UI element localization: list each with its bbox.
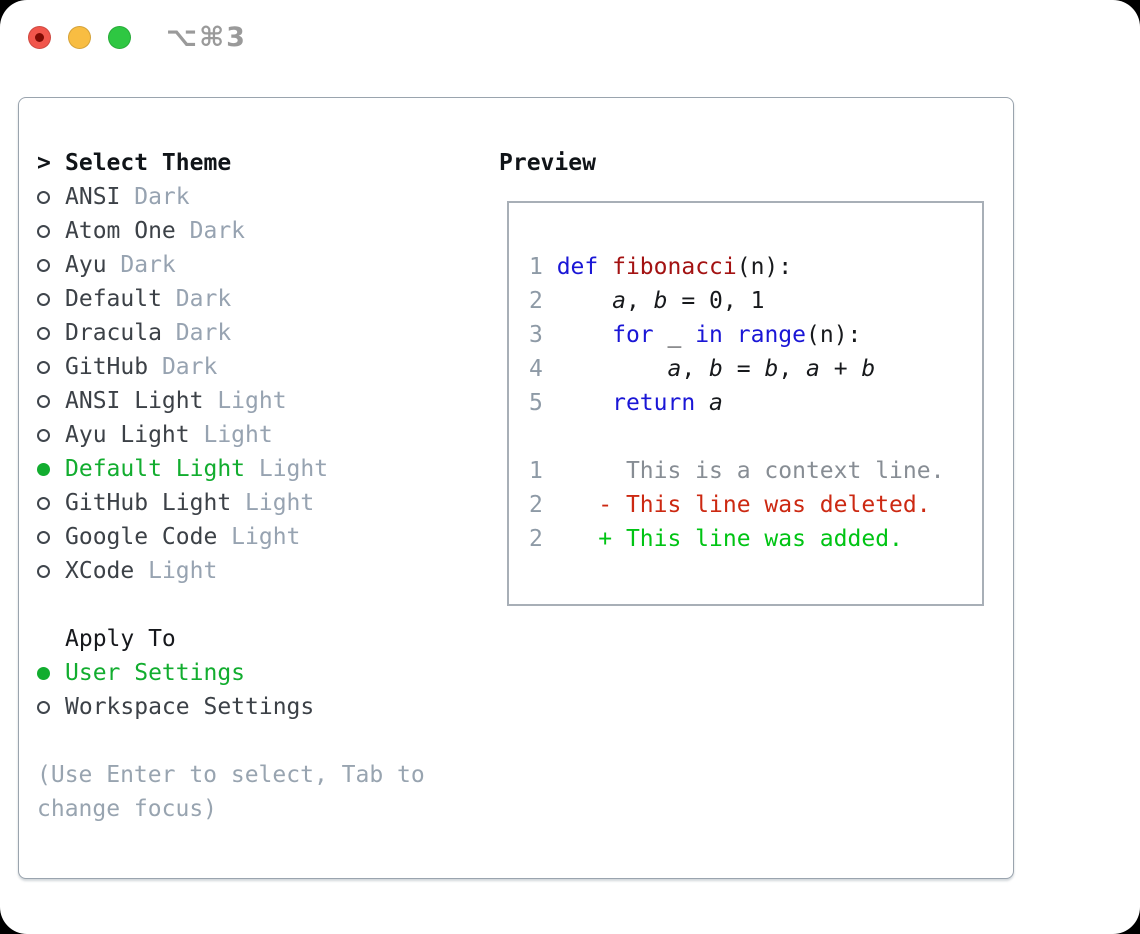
line-number: 2 <box>529 492 543 518</box>
line-number: 2 <box>529 526 543 552</box>
radio-icon <box>37 360 50 374</box>
code-line: 2 - This line was deleted. <box>529 492 931 518</box>
theme-option[interactable]: GitHub Dark <box>37 350 467 384</box>
spacer <box>529 420 982 454</box>
preview-code-box: 1 def fibonacci(n): 2 a, b = 0, 1 3 for _ … <box>507 201 984 606</box>
line-number: 4 <box>529 356 557 382</box>
theme-variant: Dark <box>189 218 246 244</box>
theme-option[interactable]: Dracula Dark <box>37 316 467 350</box>
radio-icon <box>37 496 50 510</box>
radio-selected-icon <box>37 666 50 680</box>
close-button-icon[interactable] <box>28 26 51 49</box>
line-number: 5 <box>529 390 557 416</box>
theme-option[interactable]: GitHub Light Light <box>37 486 467 520</box>
theme-name: Atom One <box>65 218 176 244</box>
theme-variant: Dark <box>134 184 190 210</box>
code-preview: 1 def fibonacci(n): 2 a, b = 0, 1 3 for _ … <box>529 250 982 420</box>
radio-icon <box>37 258 50 272</box>
theme-name: GitHub Light <box>65 490 232 516</box>
theme-variant: Light <box>231 524 301 550</box>
code-line: 2 + This line was added. <box>529 526 903 552</box>
zoom-button-icon[interactable] <box>108 26 131 49</box>
theme-name: ANSI <box>65 184 121 210</box>
theme-option[interactable]: ANSI Dark <box>37 180 467 214</box>
code-line: 4 a, b = b, a + b <box>529 356 876 382</box>
theme-option[interactable]: Ayu Light Light <box>37 418 467 452</box>
line-number: 1 <box>529 254 557 280</box>
theme-variant: Light <box>258 456 329 482</box>
radio-selected-icon <box>37 462 50 476</box>
theme-variant: Light <box>217 388 287 414</box>
theme-name: Google Code <box>65 524 218 550</box>
theme-name: GitHub <box>65 354 149 380</box>
theme-option[interactable]: Google Code Light <box>37 520 467 554</box>
theme-name: Dracula <box>65 320 162 346</box>
apply-option-label: User Settings <box>65 660 246 686</box>
theme-variant: Light <box>148 558 218 584</box>
minimize-button-icon[interactable] <box>68 26 91 49</box>
theme-variant: Dark <box>175 286 232 312</box>
line-number: 3 <box>529 322 557 348</box>
diff-preview: 1 This is a context line. 2 - This line w… <box>529 454 982 556</box>
code-line: 1 This is a context line. <box>529 458 945 484</box>
theme-option[interactable]: Default Dark <box>37 282 467 316</box>
theme-option[interactable]: XCode Light <box>37 554 467 588</box>
window-title: ⌥⌘3 <box>166 22 247 53</box>
theme-variant: Dark <box>120 252 176 278</box>
code-line: 5 return a <box>529 390 723 416</box>
select-theme-header: > Select Theme <box>37 146 467 180</box>
theme-variant: Light <box>203 422 273 448</box>
apply-to-header: Apply To <box>37 622 467 656</box>
unsaved-dot-icon <box>35 33 44 42</box>
prompt-icon: > <box>37 150 51 176</box>
keyboard-hint: (Use Enter to select, Tab to change focu… <box>37 762 425 822</box>
theme-name: Default <box>65 286 162 312</box>
apply-option[interactable]: User Settings <box>37 656 467 690</box>
code-line: 3 for _ in range(n): <box>529 322 862 348</box>
code-line: 2 a, b = 0, 1 <box>529 288 765 314</box>
preview-title: Preview <box>499 150 596 176</box>
radio-icon <box>37 292 50 306</box>
theme-option[interactable]: ANSI Light Light <box>37 384 467 418</box>
theme-name: ANSI Light <box>65 388 204 414</box>
line-number: 1 <box>529 458 543 484</box>
spacer <box>37 588 467 622</box>
radio-icon <box>37 428 50 442</box>
theme-option[interactable]: Ayu Dark <box>37 248 467 282</box>
theme-variant: Dark <box>161 354 218 380</box>
radio-icon <box>37 530 50 544</box>
theme-name: Ayu <box>65 252 107 278</box>
theme-name: XCode <box>65 558 135 584</box>
radio-icon <box>37 700 50 714</box>
radio-icon <box>37 224 50 238</box>
radio-icon <box>37 326 50 340</box>
theme-variant: Light <box>245 490 315 516</box>
theme-option[interactable]: Atom One Dark <box>37 214 467 248</box>
apply-option[interactable]: Workspace Settings <box>37 690 467 724</box>
apply-to-title: Apply To <box>65 626 176 652</box>
radio-icon <box>37 190 50 204</box>
radio-icon <box>37 564 50 578</box>
theme-option[interactable]: Default Light Light <box>37 452 467 486</box>
theme-name: Default Light <box>65 456 246 482</box>
theme-name: Ayu Light <box>65 422 190 448</box>
code-line: 1 def fibonacci(n): <box>529 254 793 280</box>
line-number: 2 <box>529 288 557 314</box>
theme-variant: Dark <box>175 320 232 346</box>
traffic-lights <box>28 26 131 49</box>
radio-icon <box>37 394 50 408</box>
select-theme-title: Select Theme <box>65 150 232 176</box>
apply-option-label: Workspace Settings <box>65 694 315 720</box>
